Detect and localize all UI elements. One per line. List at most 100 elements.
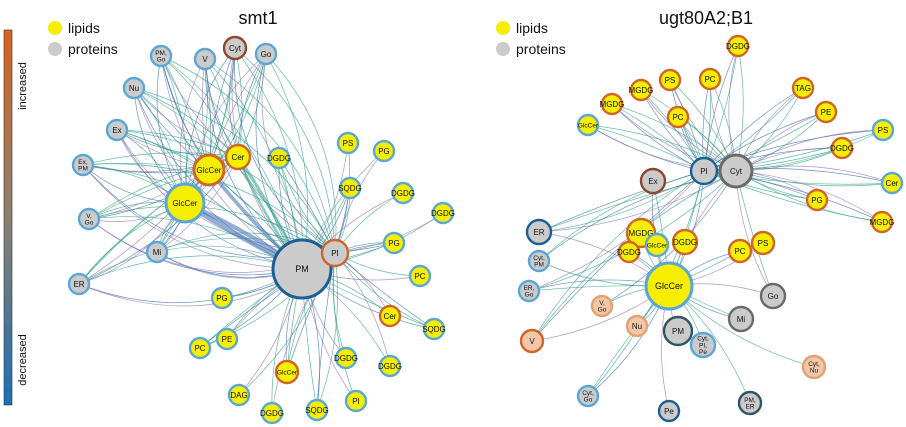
legend-right: lipids proteins [496, 20, 566, 57]
network-edge [160, 55, 336, 254]
network-edge [611, 103, 705, 172]
legend-lipids-label: lipids [68, 20, 100, 36]
network-edge [82, 164, 303, 270]
network-edge [88, 205, 336, 254]
node-label: MGDG [629, 86, 654, 95]
node-circle [644, 232, 670, 258]
node-circle [344, 389, 368, 413]
node-circle [576, 384, 600, 408]
network-edge [82, 152, 239, 166]
node-circle [149, 44, 173, 68]
node-circle [658, 68, 682, 92]
node-label: GlcCer [173, 199, 198, 208]
lipid-node: DGDG [431, 201, 455, 225]
node-label: PS [758, 239, 769, 248]
node-circle [870, 210, 894, 234]
legend-protein-swatch [48, 42, 62, 56]
node-circle [662, 315, 694, 347]
protein-node: Nu [625, 314, 649, 338]
network-edge [160, 55, 239, 158]
network-edge [116, 129, 239, 158]
node-label: V,Go [85, 213, 94, 227]
node-circle [750, 230, 776, 256]
lipid-node: DGDG [671, 228, 699, 256]
lipid-node: GlcCer [644, 261, 694, 311]
network-edge [116, 129, 239, 158]
node-circle [657, 399, 681, 423]
node-circle [338, 176, 362, 200]
node-circle [880, 171, 904, 195]
node-circle [378, 304, 402, 328]
protein-node: PM [271, 238, 333, 300]
node-label: PE [222, 335, 233, 344]
node-label: DGDG [673, 238, 697, 247]
protein-node: Ex [105, 118, 129, 142]
node-label: Cyt,Go [582, 390, 594, 404]
node-label: DGDG [830, 144, 854, 153]
node-label: Mi [153, 248, 162, 257]
lipid-node: PC [727, 238, 753, 264]
lipid-node: PG [382, 231, 406, 255]
node-label: PI [331, 249, 339, 258]
network-edge [538, 170, 737, 233]
network-edge [611, 103, 705, 172]
network-edge [332, 252, 347, 359]
protein-node: Cyt,PI,Pe [689, 331, 717, 359]
lipid-node: SQDG [338, 176, 362, 200]
node-circle [254, 42, 278, 66]
node-label: PG [378, 147, 390, 156]
node-circle [267, 146, 291, 170]
node-label: Cyt,PI,Pe [697, 335, 709, 356]
network-edge [234, 47, 336, 254]
node-label: DGDG [726, 42, 750, 51]
node-circle [727, 305, 755, 333]
node-circle [600, 92, 624, 116]
lipid-node: DGDG [334, 346, 358, 370]
legend-left: lipids proteins [48, 20, 118, 57]
network-edge [703, 111, 827, 172]
network-edge [133, 87, 239, 158]
node-circle [378, 354, 402, 378]
node-circle [525, 218, 553, 246]
node-circle [727, 238, 753, 264]
node-label: DGDG [334, 354, 358, 363]
network-edge [133, 87, 336, 254]
lipid-node: Cer [880, 171, 904, 195]
node-circle [382, 231, 406, 255]
node-circle [320, 238, 350, 268]
network-edge [587, 124, 737, 172]
node-label: SQDG [338, 184, 362, 193]
legend-proteins-label: proteins [516, 41, 566, 57]
protein-node: Cyt,Nu [801, 354, 827, 380]
node-circle [305, 398, 329, 422]
node-label: PM [672, 327, 684, 336]
network-edge [735, 170, 883, 223]
lipid-node: DGDG [391, 181, 415, 205]
node-circle [527, 249, 551, 273]
node-label: V,Go [598, 300, 607, 314]
node-label: ER,Go [524, 285, 535, 299]
lipid-node: PG [805, 188, 829, 212]
node-circle [644, 261, 694, 311]
network-edge [703, 45, 739, 172]
network-edge [538, 170, 705, 262]
node-label: PC [704, 75, 715, 84]
legend-proteins-label: proteins [68, 41, 118, 57]
node-circle [336, 131, 360, 155]
node-label: PS [665, 76, 676, 85]
node-circle [737, 390, 763, 416]
node-label: PI [352, 397, 360, 406]
lipid-node: PE [814, 100, 838, 124]
node-label: Nu [632, 322, 642, 331]
lipid-node: GlcCer [576, 113, 600, 137]
node-label: DGDG [378, 362, 402, 371]
node-circle [830, 136, 854, 160]
node-label: PE [821, 108, 832, 117]
node-circle [666, 105, 690, 129]
lipid-node: GlcCer [644, 232, 670, 258]
node-label: GlcCer [277, 369, 298, 376]
network-edge [265, 53, 337, 254]
node-label: Cyt,PM [533, 255, 545, 269]
